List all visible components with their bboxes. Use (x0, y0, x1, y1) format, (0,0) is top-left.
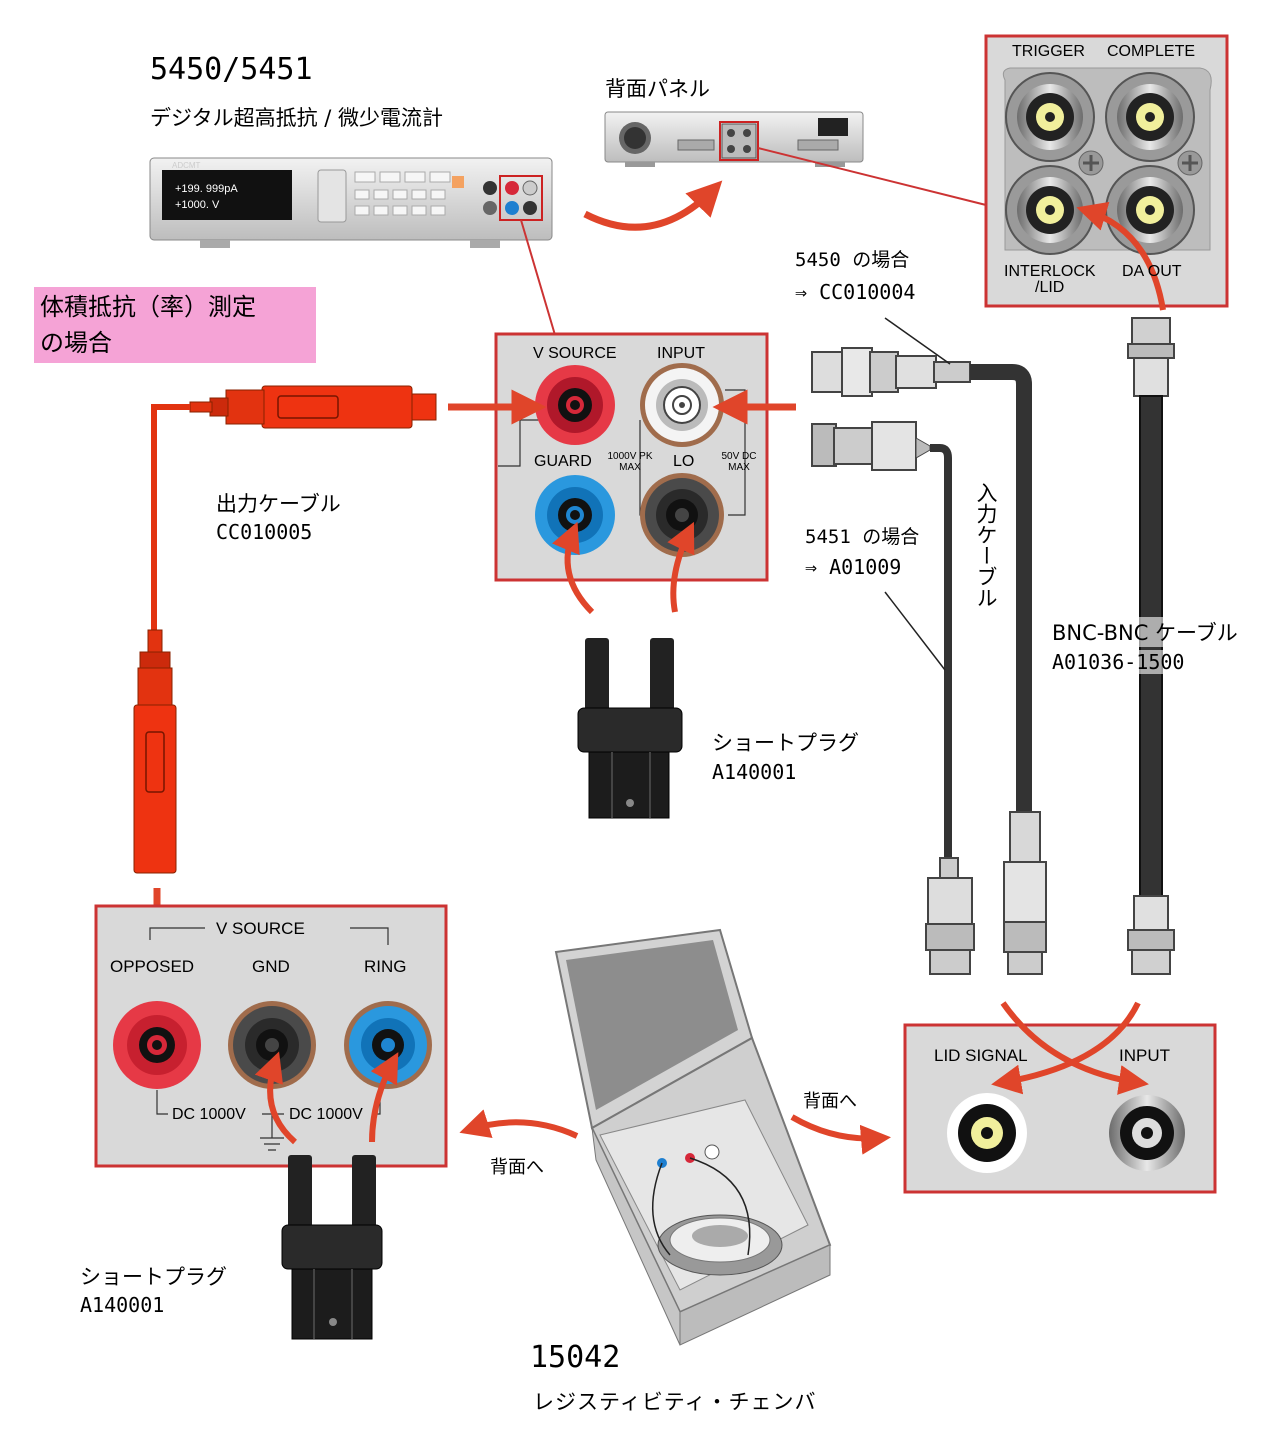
short-plug-2-part: A140001 (80, 1293, 165, 1317)
label-guard: GUARD (534, 453, 592, 470)
label-input: INPUT (657, 345, 705, 362)
bnc-input (1109, 1095, 1185, 1171)
label-dc-right: DC 1000V (289, 1106, 363, 1123)
rear-panel-title: 背面パネル (605, 77, 710, 101)
label-lid-signal: LID SIGNAL (934, 1046, 1028, 1065)
cable-5451-line2: ⇒ A01009 (805, 555, 902, 579)
to-rear-left: 背面へ (490, 1157, 544, 1178)
bnc-cable-name: BNC-BNC ケーブル (1052, 617, 1238, 647)
short-plug-2-name: ショートプラグ (80, 1265, 227, 1289)
label-1000v-max-text: MAX (619, 462, 641, 473)
cable-5451-line1: 5451 の場合 (805, 526, 920, 548)
label-lid-input: INPUT (1119, 1046, 1170, 1065)
short-plug-1-image (577, 638, 683, 819)
chamber-name: レジスティビティ・チェンバ (533, 1390, 817, 1414)
output-cable-part: CC010005 (216, 520, 313, 544)
cable-5450-line1: 5450 の場合 (795, 249, 910, 271)
bnc-cable-part: A01036-1500 (1052, 650, 1185, 674)
terminal-ring (344, 1001, 432, 1089)
to-rear-right: 背面へ (803, 1091, 857, 1112)
label-50v-max-text: MAX (728, 462, 750, 473)
meter-model: 5450/5451 (150, 52, 313, 87)
label-complete: COMPLETE (1107, 43, 1196, 60)
volume-label-line1: 体積抵抗（率）測定 (40, 293, 256, 321)
label-da-out: DA OUT (1122, 263, 1182, 280)
output-cable-name: 出力ケーブル (216, 492, 341, 516)
bnc-interlock (1005, 165, 1095, 255)
resistivity-chamber-image (554, 928, 832, 1346)
short-plug-1-name: ショートプラグ (712, 731, 859, 755)
chamber-model: 15042 (530, 1340, 621, 1375)
label-1000v-max: 1000V PK MAX (600, 451, 660, 473)
meter-display-line1: +199. 999pA (175, 183, 238, 195)
rear-bnc-panel (984, 34, 1229, 308)
bnc-lid-signal (947, 1093, 1027, 1173)
label-interlock-lid: /LID (1035, 279, 1065, 296)
label-1000v-pk: 1000V PK (607, 451, 653, 462)
bnc-da-out (1105, 165, 1195, 255)
input-cable-cc010004 (811, 347, 1047, 975)
cable-5450-line2: ⇒ CC010004 (795, 280, 916, 304)
terminal-opposed (113, 1001, 201, 1089)
volume-label-line2: の場合 (40, 329, 112, 357)
meter-display-line2: +1000. V (175, 199, 220, 211)
screw-icon (1078, 150, 1203, 176)
bnc-trigger (1005, 72, 1095, 162)
chamber-terminal-panel (94, 904, 448, 1168)
rear-panel-image (604, 111, 864, 167)
label-dc-left: DC 1000V (172, 1106, 246, 1123)
label-v-source: V SOURCE (533, 345, 617, 362)
bnc-complete (1105, 72, 1195, 162)
label-gnd: GND (252, 957, 290, 976)
label-ring: RING (364, 957, 407, 976)
terminal-lo (640, 473, 724, 557)
label-opposed: OPPOSED (110, 957, 195, 976)
short-plug-2-image (281, 1155, 383, 1340)
input-cable-a01009 (811, 421, 975, 975)
label-interlock: INTERLOCK (1004, 263, 1096, 280)
terminal-guard (535, 475, 615, 555)
meter-brand: ADCMT (172, 161, 201, 170)
label-50v-max: 50V DC MAX (712, 451, 766, 473)
label-50v-dc: 50V DC (721, 451, 757, 462)
input-cable-label: 入力ケーブル (974, 482, 998, 608)
label-lo: LO (673, 453, 695, 470)
meter-name: デジタル超高抵抗 / 微少電流計 (150, 106, 444, 130)
terminal-input (640, 363, 724, 447)
label-chamber-v-source: V SOURCE (216, 919, 305, 938)
label-trigger: TRIGGER (1012, 43, 1085, 60)
terminal-v-source (535, 365, 615, 445)
meter-front-image: ADCMT +199. 999pA +1000. V (149, 157, 553, 248)
output-cable (133, 385, 437, 874)
short-plug-1-part: A140001 (712, 760, 797, 784)
volume-resistivity-label: 体積抵抗（率）測定 の場合 (34, 287, 316, 363)
